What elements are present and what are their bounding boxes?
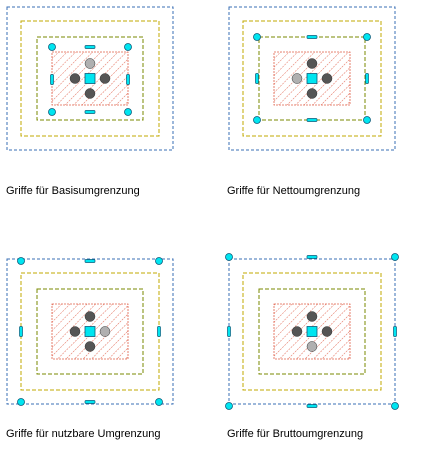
corner-grip[interactable] <box>155 257 163 265</box>
corner-grip[interactable] <box>363 33 371 41</box>
corner-grip[interactable] <box>391 402 399 410</box>
edge-grip[interactable] <box>365 73 369 84</box>
edge-grip[interactable] <box>84 45 96 49</box>
inner-boundary <box>36 288 144 375</box>
panel-nettoumgrenzung <box>222 0 421 200</box>
corner-grip[interactable] <box>155 398 163 406</box>
caption-nutzbare-umgrenzung: Griffe für nutzbare Umgrenzung <box>6 428 161 440</box>
centre-grip[interactable] <box>84 326 96 337</box>
panel-nutzbare-umgrenzung <box>0 238 200 438</box>
corner-grip[interactable] <box>363 116 371 124</box>
node-right <box>99 326 111 337</box>
edge-grip[interactable] <box>84 110 96 114</box>
edge-grip[interactable] <box>306 118 318 122</box>
centre-grip[interactable] <box>306 73 318 84</box>
edge-grip[interactable] <box>306 404 318 408</box>
middle-boundary <box>242 20 382 137</box>
node-bottom <box>84 341 96 352</box>
edge-grip[interactable] <box>393 326 397 337</box>
corner-grip[interactable] <box>253 33 261 41</box>
node-bottom <box>306 88 318 99</box>
caption-bruttoumgrenzung: Griffe für Bruttoumgrenzung <box>227 428 364 440</box>
edge-grip[interactable] <box>306 35 318 39</box>
diagram-bruttoumgrenzung <box>225 253 399 410</box>
edge-grip[interactable] <box>306 255 318 259</box>
outer-boundary <box>6 6 174 151</box>
middle-boundary <box>242 272 382 391</box>
corner-grip[interactable] <box>225 402 233 410</box>
panel-bruttoumgrenzung <box>222 238 421 438</box>
middle-boundary <box>20 20 160 137</box>
node-left <box>69 73 81 84</box>
node-top <box>84 58 96 69</box>
node-bottom <box>306 341 318 352</box>
caption-basisumgrenzung: Griffe für Basisumgrenzung <box>6 185 140 197</box>
node-right <box>99 73 111 84</box>
corner-grip[interactable] <box>48 108 56 116</box>
inner-boundary <box>258 288 366 375</box>
edge-grip[interactable] <box>126 74 130 85</box>
corner-grip[interactable] <box>253 116 261 124</box>
corner-grip[interactable] <box>17 398 25 406</box>
caption-nettoumgrenzung: Griffe für Nettoumgrenzung <box>227 185 361 197</box>
node-left <box>291 326 303 337</box>
node-left <box>291 73 303 84</box>
node-right <box>321 73 333 84</box>
corner-grip[interactable] <box>48 43 56 51</box>
node-bottom <box>84 88 96 99</box>
corner-grip[interactable] <box>225 253 233 261</box>
outer-boundary <box>228 258 396 405</box>
edge-grip[interactable] <box>255 73 259 84</box>
node-top <box>306 58 318 69</box>
edge-grip[interactable] <box>84 400 96 404</box>
outer-boundary <box>228 6 396 151</box>
inner-boundary <box>36 36 144 121</box>
diagram-nettoumgrenzung <box>228 6 396 151</box>
node-top <box>84 311 96 322</box>
edge-grip[interactable] <box>84 259 96 263</box>
diagram-basisumgrenzung <box>6 6 174 151</box>
edge-grip[interactable] <box>227 326 231 337</box>
corner-grip[interactable] <box>17 257 25 265</box>
centre-grip[interactable] <box>306 326 318 337</box>
edge-grip[interactable] <box>157 326 161 337</box>
diagram-nutzbare-umgrenzung <box>6 257 174 406</box>
corner-grip[interactable] <box>124 108 132 116</box>
edge-grip[interactable] <box>50 74 54 85</box>
centre-grip[interactable] <box>84 73 96 84</box>
node-right <box>321 326 333 337</box>
node-left <box>69 326 81 337</box>
corner-grip[interactable] <box>124 43 132 51</box>
node-top <box>306 311 318 322</box>
panel-basisumgrenzung <box>0 0 200 200</box>
corner-grip[interactable] <box>391 253 399 261</box>
outer-boundary <box>6 258 174 405</box>
edge-grip[interactable] <box>19 326 23 337</box>
